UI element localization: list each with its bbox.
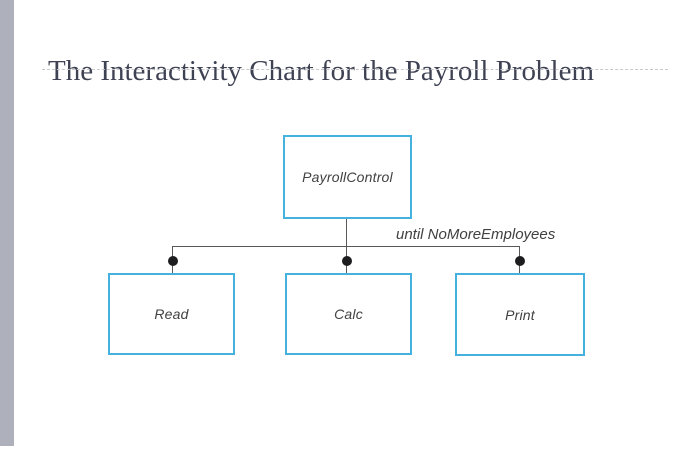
loop-dot-calc <box>342 256 352 266</box>
accent-bar <box>0 0 14 446</box>
loop-dot-print <box>515 256 525 266</box>
node-calc: Calc <box>285 273 412 355</box>
loop-condition-label: until NoMoreEmployees <box>396 226 556 243</box>
connector-root-vertical <box>346 219 347 247</box>
node-label: Read <box>154 306 189 322</box>
title-underline <box>42 69 668 70</box>
node-payrollcontrol: PayrollControl <box>283 135 412 219</box>
node-read: Read <box>108 273 235 355</box>
node-print: Print <box>455 273 585 356</box>
node-label: Print <box>505 306 535 323</box>
connector-horizontal <box>172 246 520 247</box>
node-label: PayrollControl <box>302 169 393 185</box>
node-label: Calc <box>334 306 363 322</box>
loop-dot-read <box>168 256 178 266</box>
slide-title: The Interactivity Chart for the Payroll … <box>48 55 595 88</box>
